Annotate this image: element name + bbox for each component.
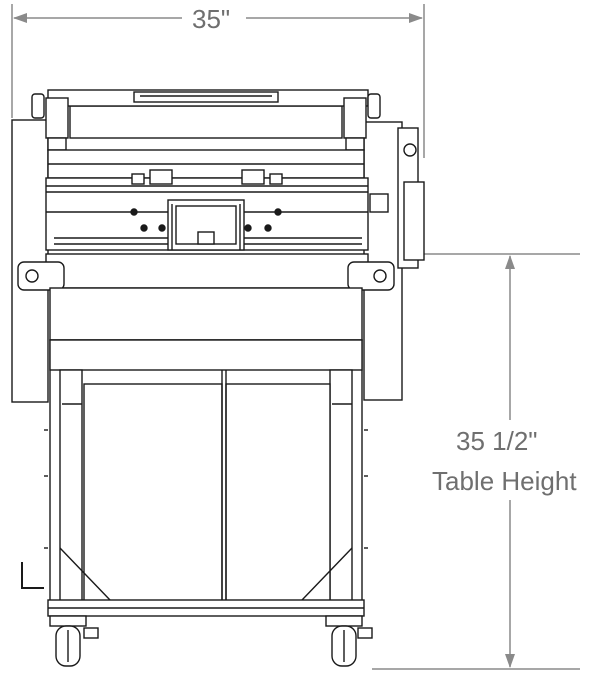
feed-hopper	[133, 91, 279, 103]
left-leg	[59, 369, 83, 607]
right-leg	[329, 369, 353, 607]
width-dimension	[11, 4, 425, 158]
right-knob	[367, 93, 381, 119]
left-caster	[49, 615, 99, 667]
left-bin	[83, 383, 223, 603]
width-dimension-label: 35"	[188, 4, 235, 34]
table-top	[49, 287, 363, 341]
left-guide-bracket	[17, 261, 65, 291]
height-dimension-label: 35 1/2"	[456, 426, 538, 456]
lower-roller-bar	[45, 253, 369, 289]
machine-body	[11, 89, 425, 667]
left-knob	[31, 93, 45, 119]
cabinet-rail	[49, 339, 363, 371]
top-cover	[69, 105, 343, 139]
right-caster	[325, 615, 373, 667]
left-upper-bracket	[45, 97, 69, 139]
right-bin	[225, 383, 331, 603]
right-side-panel	[363, 121, 403, 401]
right-upper-bracket	[343, 97, 367, 139]
adjustment-screws	[130, 208, 282, 232]
height-dimension-caption: Table Height	[432, 466, 577, 496]
left-side-panel	[11, 119, 49, 403]
right-guide-bracket	[347, 261, 395, 291]
foot-pedal	[21, 562, 44, 589]
height-dimension	[372, 253, 580, 670]
